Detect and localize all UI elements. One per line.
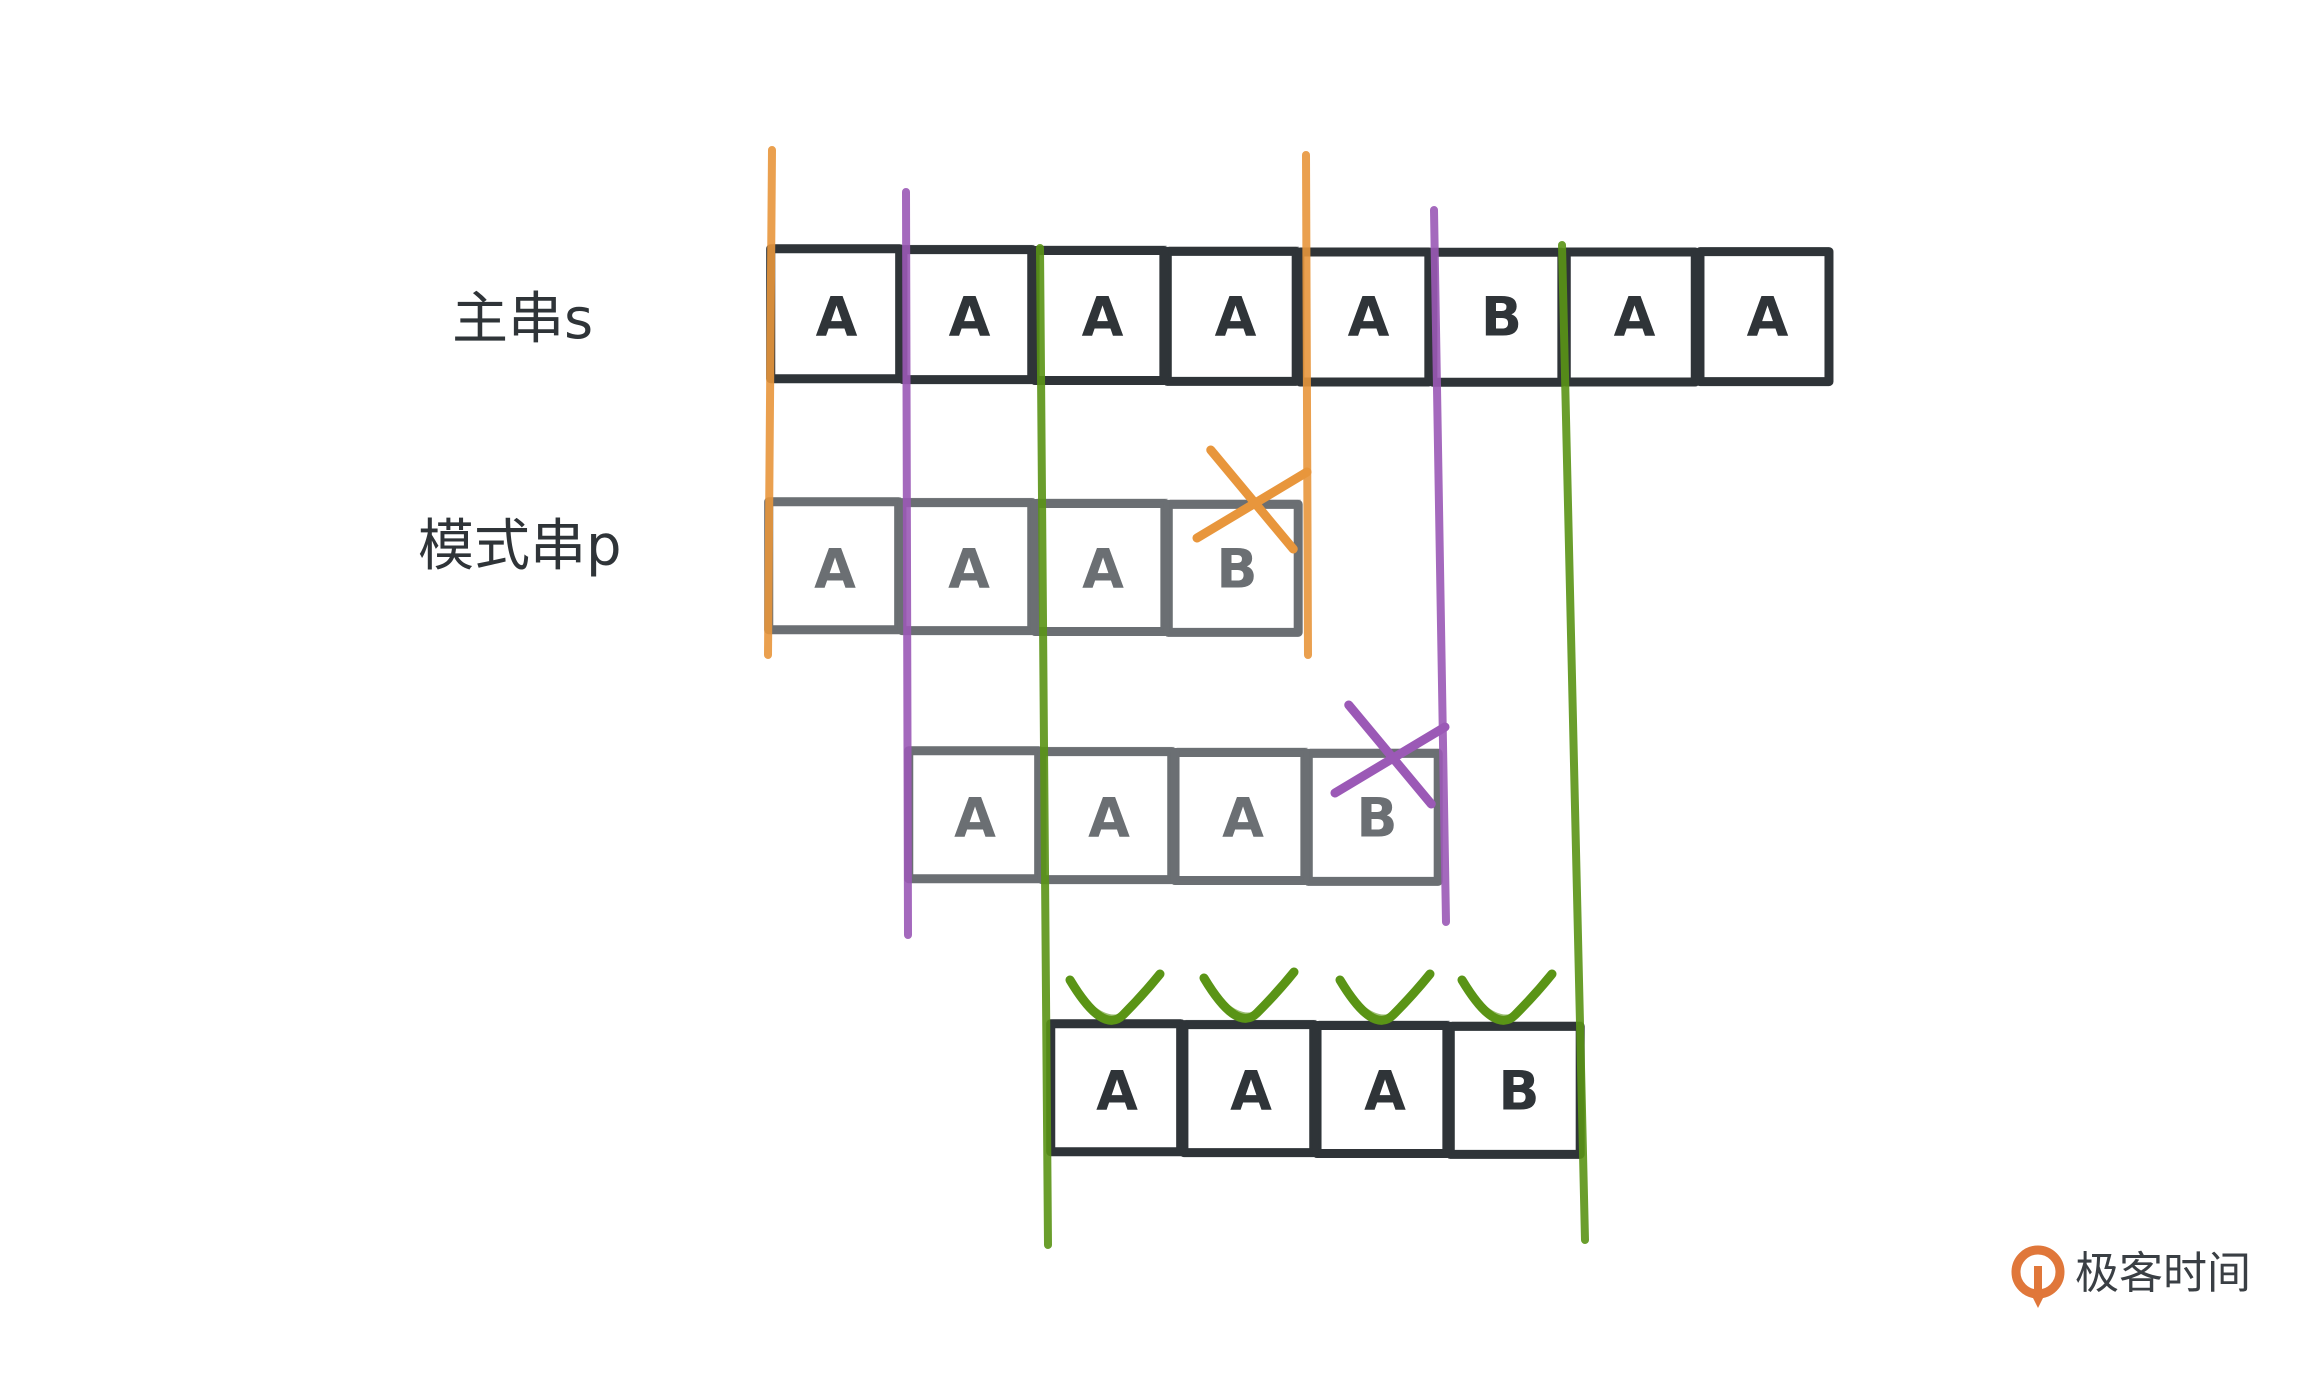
main-string-cell: A (1030, 245, 1169, 386)
pattern-attempt-1-cell: A (764, 497, 904, 635)
logo-text: 极客时间 (2075, 1248, 2251, 1299)
geektime-logo: 极客时间 (2011, 1245, 2251, 1308)
pattern-attempt-1-cell: B (1163, 499, 1303, 637)
main-string-cell: B (1428, 247, 1567, 387)
pattern-attempt-2-cell: B (1303, 748, 1443, 886)
pattern-attempt-3-char: A (1364, 1060, 1406, 1123)
mismatch-cross-icon (1330, 700, 1450, 809)
pattern-attempt-3-cell: A (1046, 1019, 1186, 1157)
pattern-attempt-1-char: A (814, 538, 856, 601)
green-guide-start (1036, 244, 1052, 1249)
green-guide-end (1558, 241, 1589, 1244)
purple-guide-end (1430, 206, 1450, 926)
pattern-attempt-2-cell: A (1170, 747, 1310, 886)
main-string-char: A (1215, 286, 1257, 349)
main-string-cell: A (1695, 247, 1834, 387)
main-string-char: A (949, 286, 991, 349)
result-marks (1065, 445, 1557, 1025)
pattern-attempt-2-char: A (1222, 787, 1264, 850)
pattern-attempt-2-char: B (1356, 787, 1397, 850)
main-string-char: A (1747, 286, 1789, 349)
main-string-cell: A (1561, 247, 1700, 387)
orange-guide-start (764, 146, 776, 659)
pattern-attempt-3-cell: A (1312, 1020, 1452, 1159)
match-check-icon (1065, 969, 1165, 1025)
pattern-attempt-2-char: A (1088, 787, 1130, 850)
main-string-cell: A (1162, 246, 1301, 386)
pattern-attempt-3-cell: A (1179, 1019, 1319, 1158)
pattern-attempt-1-char: A (1082, 538, 1124, 601)
pattern-attempt-3-char: A (1230, 1060, 1272, 1123)
pattern-attempt-3-char: A (1096, 1060, 1138, 1123)
pattern-attempt-2-char: A (954, 787, 996, 850)
pattern-attempt-2-cell: A (904, 746, 1044, 884)
purple-guide-start (902, 188, 912, 939)
pattern-attempt-3-char: B (1498, 1060, 1539, 1123)
main-string-cell: A (766, 244, 905, 384)
pattern-attempt-1-char: A (948, 538, 990, 601)
main-string-char: A (1614, 286, 1656, 349)
main-string-label: 主串s (452, 287, 593, 352)
match-check-icon (1457, 969, 1557, 1025)
main-string-char: B (1481, 286, 1522, 349)
pattern-attempt-2-cell: A (1037, 746, 1177, 885)
main-string-char: A (816, 286, 858, 349)
main-string-cell: A (898, 244, 1037, 385)
mismatch-cross-icon (1192, 445, 1312, 554)
main-string-cell: A (1295, 247, 1434, 387)
orange-guide-end (1302, 151, 1312, 659)
logo-icon (2011, 1245, 2065, 1308)
pattern-attempt-1-char: B (1216, 538, 1257, 601)
pattern-attempt-1-cell: A (1030, 498, 1170, 637)
pattern-string-label: 模式串p (418, 514, 622, 579)
match-check-icon (1199, 967, 1299, 1023)
pattern-attempt-3-cell: B (1445, 1021, 1585, 1159)
match-check-icon (1335, 969, 1435, 1025)
pattern-attempt-1-cell: A (897, 497, 1037, 636)
main-string-char: A (1082, 286, 1124, 349)
alignment-guides (764, 146, 1589, 1249)
main-string-char: A (1348, 286, 1390, 349)
